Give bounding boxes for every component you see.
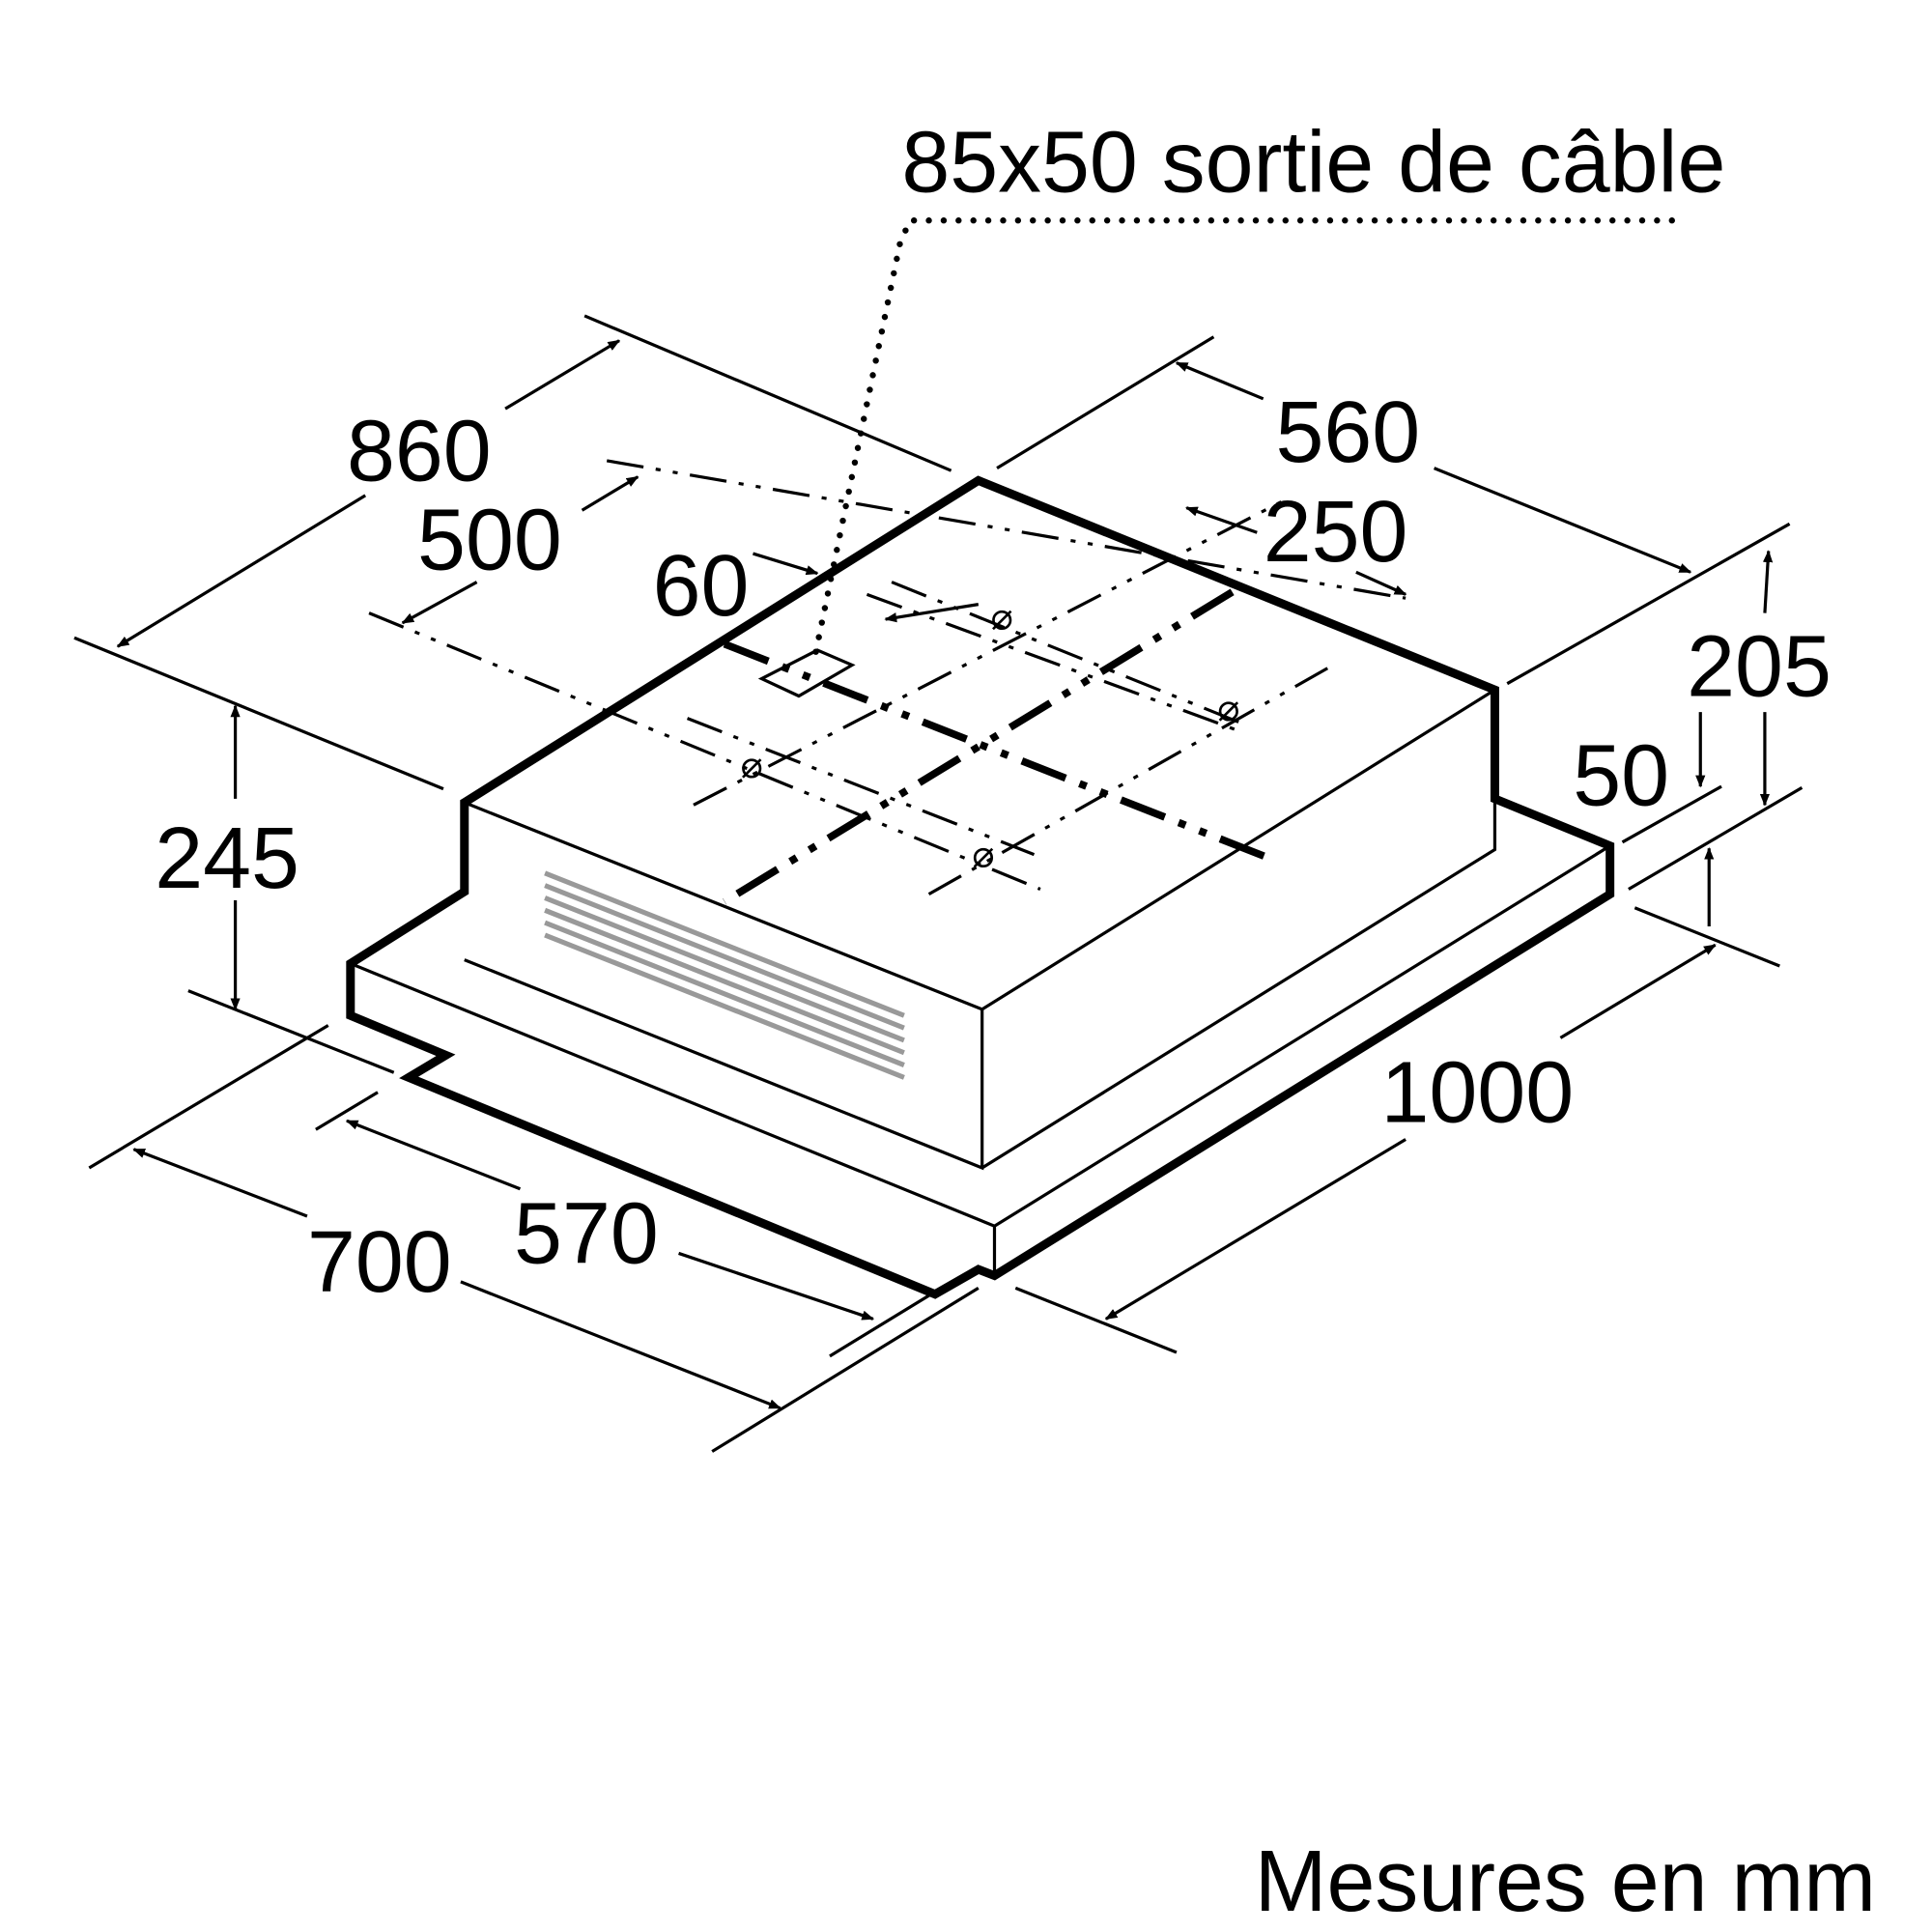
dimension-lines (116, 339, 1774, 1410)
diameter-symbol: ⌀ (991, 596, 1013, 638)
cable-outlet-label: 85x50 sortie de câble (901, 115, 1725, 212)
dimension-560: 560 (1276, 384, 1421, 481)
dimension-60: 60 (653, 538, 750, 635)
diameter-symbol: ⌀ (741, 745, 763, 786)
cable-outlet (757, 648, 856, 698)
units-note: Mesures en mm (1255, 1833, 1876, 1930)
dimension-205: 205 (1687, 619, 1832, 716)
vent-grille-icon (544, 870, 905, 1080)
cable-outlet-leader (811, 217, 1675, 660)
diameter-symbol: ⌀ (972, 834, 994, 875)
dimension-1000: 1000 (1380, 1045, 1574, 1142)
dimension-245: 245 (155, 810, 299, 907)
dimension-50: 50 (1573, 727, 1669, 824)
dimension-700: 700 (307, 1214, 452, 1311)
hood-body (346, 459, 1615, 1299)
dimension-250: 250 (1264, 484, 1408, 581)
dimension-860: 860 (347, 403, 492, 499)
dimension-570: 570 (514, 1186, 659, 1283)
diameter-symbol: ⌀ (1217, 688, 1239, 729)
dimension-500: 500 (417, 493, 562, 589)
